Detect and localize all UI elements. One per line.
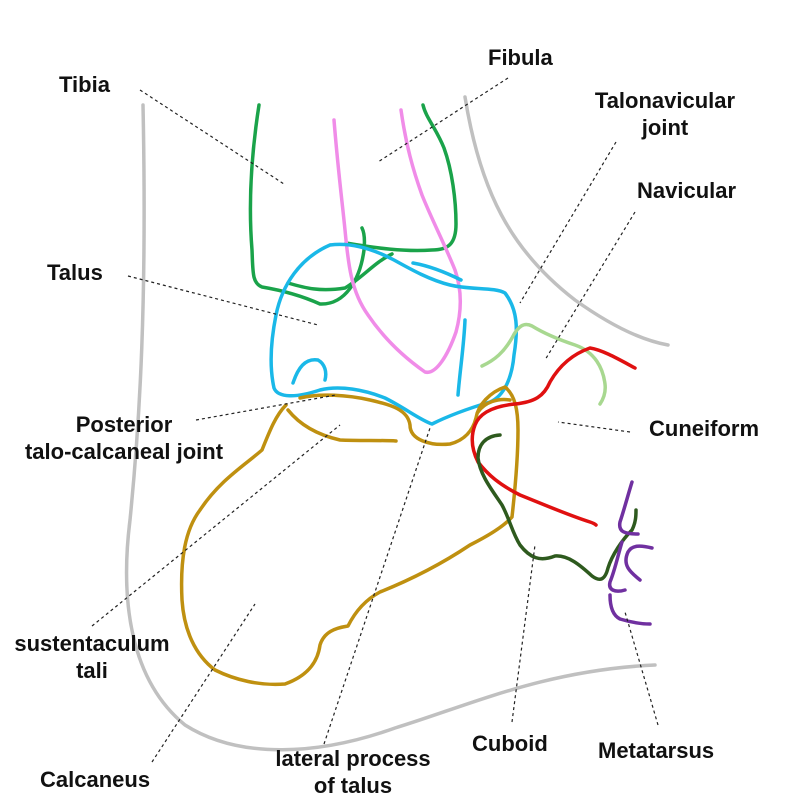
leader-cuneiform [557, 421, 631, 433]
label-posterior-line2: talo-calcaneal joint [25, 439, 224, 464]
leader-navicular [544, 211, 636, 361]
metatarsal-2 [607, 540, 627, 593]
leader-posterior-joint [195, 394, 337, 421]
label-lateral-process-line1: lateral process [275, 746, 430, 771]
leader-talus [127, 275, 319, 326]
sustentaculum-shelf [286, 408, 398, 443]
label-talonavicular-line1: Talonavicular [595, 88, 736, 113]
tibia-outline-lateral [344, 103, 458, 253]
label-cuneiform: Cuneiform [649, 416, 759, 441]
metatarsal-1 [617, 480, 640, 536]
calcaneus-anterior-process [476, 397, 512, 414]
talus-outline [269, 242, 519, 426]
leader-sustentaculum [91, 424, 341, 627]
leader-lateral-process [323, 427, 431, 745]
skin-outline-posterior [124, 103, 657, 752]
fibula-outline-medial [332, 108, 463, 374]
leader-calcaneus [151, 603, 256, 763]
leader-fibula [377, 77, 509, 163]
label-talonavicular-line2: joint [641, 115, 689, 140]
label-tibia: Tibia [59, 72, 111, 97]
label-navicular: Navicular [637, 178, 736, 203]
talus-dome-notch [411, 261, 463, 282]
label-sustentaculum-line2: tali [76, 658, 108, 683]
cuneiform-outline-upper [470, 346, 637, 527]
label-calcaneus: Calcaneus [40, 767, 150, 792]
label-posterior-line1: Posterior [76, 412, 173, 437]
leader-cuboid [511, 544, 536, 723]
leader-metatarsus [624, 611, 659, 726]
tibia-plafond [286, 252, 394, 292]
calcaneus-outline [179, 385, 520, 687]
metatarsal-4 [624, 544, 654, 582]
metatarsal-3 [608, 593, 652, 626]
navicular-outline [480, 322, 607, 406]
leader-tibia [139, 89, 285, 185]
label-metatarsus: Metatarsus [598, 738, 714, 763]
label-talus: Talus [47, 260, 103, 285]
talus-body-line [291, 358, 328, 385]
cuboid-outline [476, 433, 638, 582]
label-sustentaculum-line1: sustentaculum [14, 631, 169, 656]
label-cuboid: Cuboid [472, 731, 548, 756]
label-fibula: Fibula [488, 45, 554, 70]
leader-talonavicular [519, 141, 617, 304]
tibia-outline-medial [248, 103, 367, 306]
talus-neck-line [456, 318, 467, 397]
label-lateral-process-line2: of talus [314, 773, 392, 798]
skin-outline-anterior [463, 95, 670, 347]
